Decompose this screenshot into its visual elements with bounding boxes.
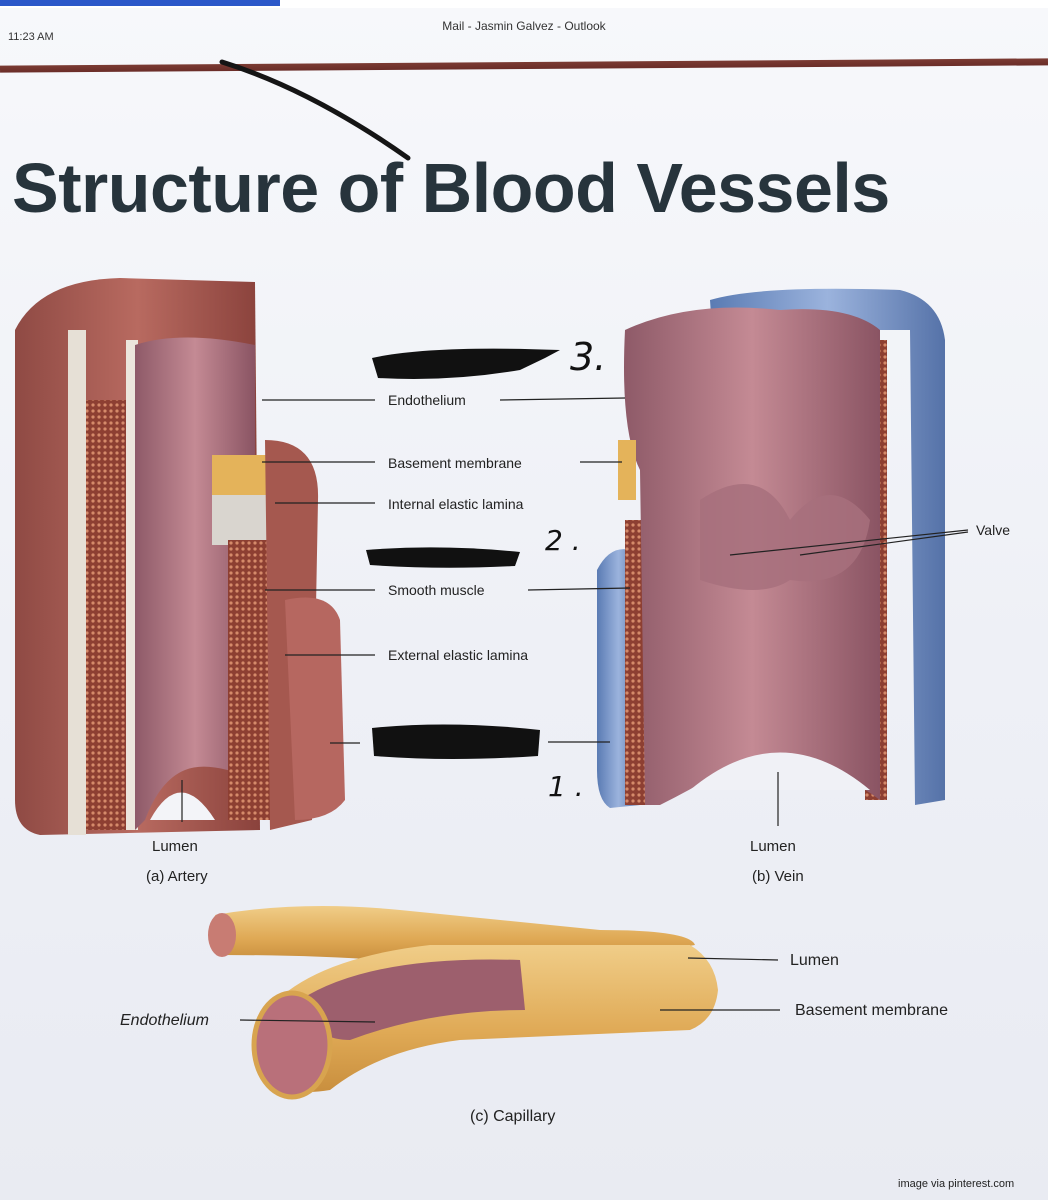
vein-drawing bbox=[597, 288, 945, 808]
leader-valve-2 bbox=[799, 531, 969, 556]
label-endothelium: Endothelium bbox=[388, 392, 466, 408]
browser-tab-strip bbox=[0, 0, 280, 6]
artery-outer-cut bbox=[285, 597, 345, 820]
pen-stroke bbox=[219, 59, 411, 161]
redaction-marks bbox=[366, 348, 560, 759]
leader-smooth-muscle-right bbox=[527, 587, 631, 591]
label-capillary-basement-membrane: Basement membrane bbox=[795, 1002, 948, 1019]
capillary-drawing bbox=[208, 906, 718, 1100]
caption-capillary: (c) Capillary bbox=[470, 1108, 556, 1125]
artery-drawing bbox=[15, 278, 345, 835]
caption-vein: (b) Vein bbox=[752, 868, 804, 885]
redaction-top bbox=[372, 348, 560, 379]
redaction-middle bbox=[366, 547, 520, 568]
leader-endothelium-right bbox=[499, 397, 626, 401]
capillary-upper-opening bbox=[208, 913, 236, 957]
vein-muscle-left bbox=[625, 520, 645, 805]
label-lumen-vein: Lumen bbox=[750, 838, 796, 855]
capillary-endothelium-cells bbox=[300, 959, 525, 1040]
leader-capillary-endothelium bbox=[239, 1019, 376, 1023]
capillary-cut-opening bbox=[251, 990, 333, 1100]
label-lumen-capillary: Lumen bbox=[790, 952, 839, 969]
vein-basement-membrane bbox=[618, 440, 636, 500]
handwritten-number-3: 3. bbox=[570, 335, 607, 379]
label-smooth-muscle: Smooth muscle bbox=[388, 582, 485, 598]
artery-elastic-layer bbox=[68, 330, 86, 835]
vein-outer-wall-right bbox=[710, 288, 945, 805]
handwritten-number-2: 2 . bbox=[545, 524, 581, 557]
redaction-bottom bbox=[372, 724, 540, 759]
vein-lumen-opening bbox=[690, 752, 870, 790]
label-lumen-artery: Lumen bbox=[152, 838, 198, 855]
top-strip bbox=[0, 0, 1048, 8]
artery-smooth-muscle-left bbox=[86, 400, 126, 830]
window-title: Mail - Jasmin Galvez - Outlook bbox=[442, 19, 606, 33]
label-valve: Valve bbox=[976, 522, 1010, 538]
leader-lumen-capillary bbox=[687, 957, 779, 961]
leader-lines bbox=[181, 397, 969, 1023]
diagram-title: Structure of Blood Vessels bbox=[12, 149, 890, 227]
artery-smooth-muscle-right bbox=[228, 540, 273, 820]
vein-valve bbox=[700, 484, 870, 590]
label-internal-elastic-lamina: Internal elastic lamina bbox=[388, 496, 524, 512]
status-time: 11:23 AM bbox=[8, 31, 54, 43]
leader-valve-1 bbox=[729, 529, 969, 556]
label-basement-membrane: Basement membrane bbox=[388, 455, 522, 471]
label-capillary-endothelium: Endothelium bbox=[120, 1012, 209, 1029]
handwritten-number-1: 1 . bbox=[548, 770, 584, 803]
image-credit: image via pinterest.com bbox=[898, 1178, 1015, 1190]
caption-artery: (a) Artery bbox=[146, 868, 208, 885]
label-external-elastic-lamina: External elastic lamina bbox=[388, 647, 529, 663]
